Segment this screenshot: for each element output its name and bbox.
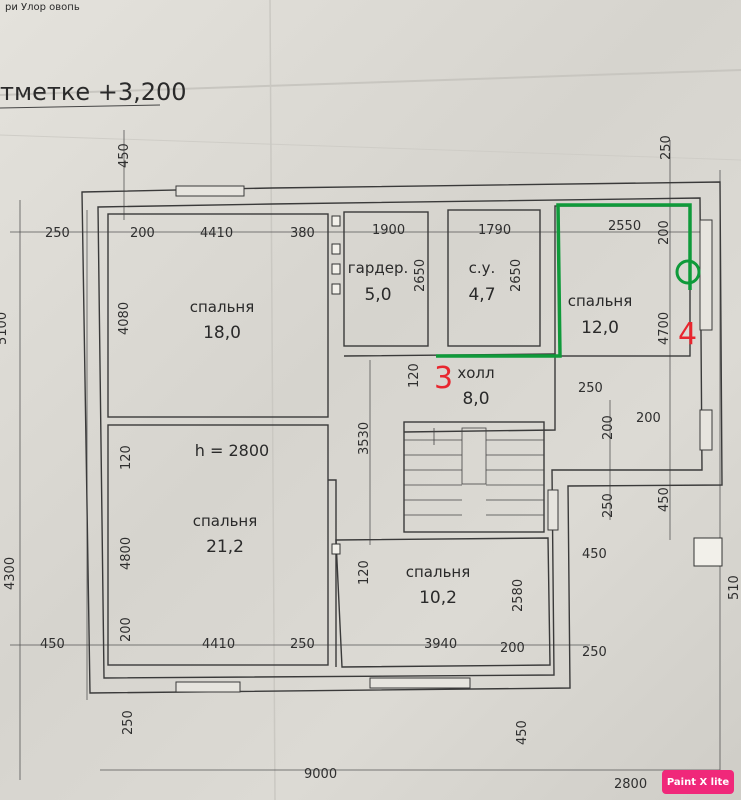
dim-overall-9000: 9000 xyxy=(304,767,337,782)
dim-right-250c: 250 xyxy=(582,645,607,660)
dim-overall-2800: 2800 xyxy=(614,777,647,792)
paper-fold xyxy=(0,69,741,96)
room-name-wc: с.у. xyxy=(469,259,496,277)
marker-3: 3 xyxy=(434,361,453,396)
title-underline xyxy=(0,104,161,109)
room-area-bedroom-3: 21,2 xyxy=(206,537,244,557)
windows xyxy=(175,185,713,693)
marker-4: 4 xyxy=(678,317,697,352)
dim-right-200b: 200 xyxy=(601,415,616,440)
dim-top-380: 380 xyxy=(290,226,315,241)
dim-side-5100: 5100 xyxy=(0,312,10,345)
dim-right-450b: 450 xyxy=(582,547,607,562)
room-labels: спальня 18,0 гардер. 5,0 с.у. 4,7 спальн… xyxy=(190,259,633,608)
dimension-labels: 250 200 4410 380 1900 1790 2550 250 450 … xyxy=(0,135,741,792)
dim-top-1790: 1790 xyxy=(478,223,511,238)
dim-room4-height: 2580 xyxy=(511,579,526,612)
room-area-bedroom-4: 10,2 xyxy=(419,588,457,608)
room-name-wardrobe: гардер. xyxy=(348,259,408,277)
dim-top-250: 250 xyxy=(45,226,70,241)
dim-top-1900: 1900 xyxy=(372,223,405,238)
dim-room1-height: 4080 xyxy=(117,302,132,335)
dim-bottom-250: 250 xyxy=(290,637,315,652)
room-area-wc: 4,7 xyxy=(468,285,495,305)
dim-room2-top: 200 xyxy=(657,220,672,245)
dim-hall-120: 120 xyxy=(407,363,422,388)
ceiling-height: h = 2800 xyxy=(195,441,269,460)
room-area-hall: 8,0 xyxy=(462,389,489,409)
dim-right-200a: 200 xyxy=(636,411,661,426)
dim-top-4410: 4410 xyxy=(200,226,233,241)
vent-shafts xyxy=(331,215,723,567)
watermark-badge: Paint X lite xyxy=(662,770,734,794)
room-name-bedroom-1: спальня xyxy=(190,298,255,316)
dim-bottom-200: 200 xyxy=(500,641,525,656)
dim-bottom-3940: 3940 xyxy=(424,637,457,652)
dim-top-200: 200 xyxy=(130,226,155,241)
dim-bottom-left-450: 450 xyxy=(40,637,65,652)
paper-fold xyxy=(269,0,276,800)
dim-wardrobe-height: 2650 xyxy=(413,259,428,292)
dimension-lines xyxy=(10,130,721,780)
room-name-bedroom-4: спальня xyxy=(406,563,471,581)
annotation-route xyxy=(436,203,692,358)
dim-room3-200: 200 xyxy=(119,617,134,642)
dim-wc-height: 2650 xyxy=(509,259,524,292)
dim-side-4300: 4300 xyxy=(3,557,18,590)
dim-side-510: 510 xyxy=(727,575,741,600)
dim-room4-120: 120 xyxy=(357,560,372,585)
room-area-bedroom-1: 18,0 xyxy=(203,323,241,343)
dim-bottom-4410: 4410 xyxy=(202,637,235,652)
header-top-text: ри Улор овопь xyxy=(5,2,80,13)
dim-right-450: 450 xyxy=(657,487,672,512)
annotation-circle xyxy=(675,259,701,285)
walls xyxy=(81,181,723,694)
dim-room2-height: 4700 xyxy=(657,312,672,345)
dim-room3-120: 120 xyxy=(119,445,134,470)
dim-bottom-450: 450 xyxy=(515,720,530,745)
staircase xyxy=(404,427,544,516)
room-area-wardrobe: 5,0 xyxy=(364,285,391,305)
paper-fold xyxy=(0,134,741,161)
room-name-bedroom-3: спальня xyxy=(193,512,258,530)
dim-right-250: 250 xyxy=(578,381,603,396)
room-area-bedroom-2: 12,0 xyxy=(581,318,619,338)
dim-bottom-250-left: 250 xyxy=(121,710,136,735)
dim-right-250b: 250 xyxy=(601,493,616,518)
dim-top-250-right: 250 xyxy=(659,135,674,160)
dim-top-2550: 2550 xyxy=(608,219,641,234)
room-name-hall: холл xyxy=(457,364,494,382)
level-title: тметке +3,200 xyxy=(0,78,187,106)
dim-hall-3530: 3530 xyxy=(357,422,372,455)
room-name-bedroom-2: спальня xyxy=(568,292,633,310)
dim-left-450: 450 xyxy=(117,143,132,168)
dim-room3-height: 4800 xyxy=(119,537,134,570)
